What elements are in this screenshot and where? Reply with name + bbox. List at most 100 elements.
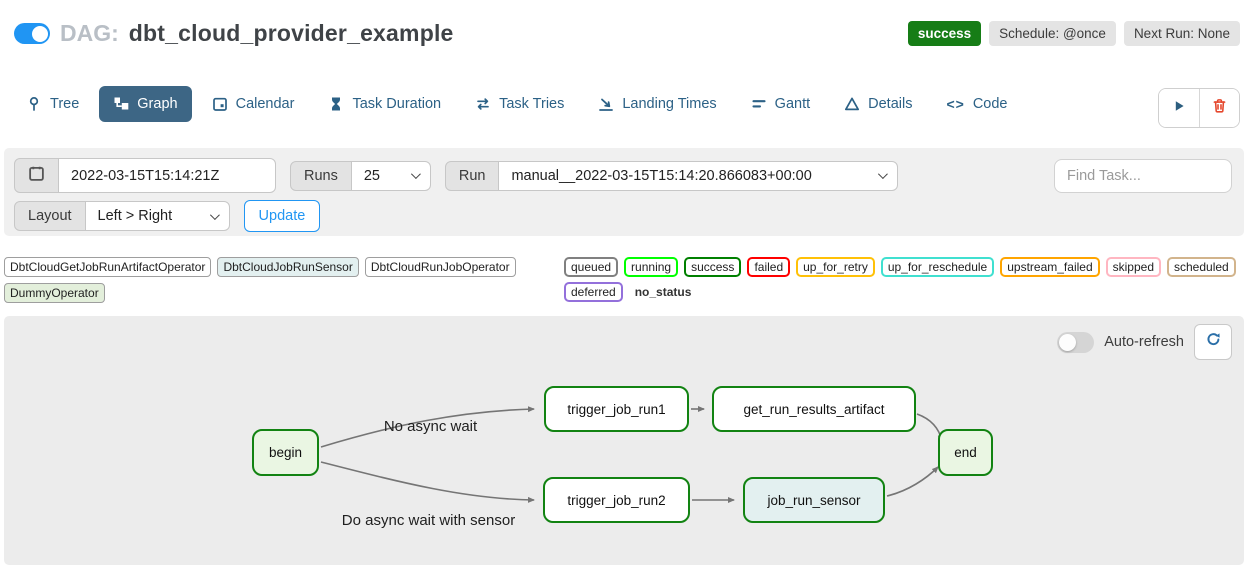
tab-task-duration[interactable]: Task Duration bbox=[314, 86, 455, 122]
hourglass-icon bbox=[328, 96, 344, 112]
dag-prefix-label: DAG: bbox=[60, 20, 119, 46]
dag-action-buttons bbox=[1158, 88, 1240, 128]
auto-refresh-toggle[interactable] bbox=[1057, 331, 1095, 353]
next-run-badge: Next Run: None bbox=[1123, 21, 1240, 46]
schedule-badge: Schedule: @once bbox=[989, 21, 1116, 46]
tab-tree[interactable]: Tree bbox=[12, 86, 93, 122]
tab-landing-times[interactable]: Landing Times bbox=[584, 86, 730, 122]
edge-label: No async wait bbox=[383, 418, 478, 435]
header-badges: success Schedule: @once Next Run: None bbox=[907, 21, 1240, 46]
status-chip: deferred bbox=[564, 282, 623, 302]
tab-label: Details bbox=[868, 96, 913, 112]
graph-icon bbox=[113, 96, 129, 112]
calendar-icon bbox=[212, 96, 228, 112]
legend: DbtCloudGetJobRunArtifactOperator DbtClo… bbox=[4, 257, 1244, 303]
find-task-box bbox=[1054, 158, 1232, 193]
edge-sensor-end bbox=[886, 466, 939, 497]
task-node-trigger-job-run2[interactable]: trigger_job_run2 bbox=[543, 477, 690, 523]
details-icon bbox=[844, 96, 860, 112]
chevron-down-icon bbox=[410, 169, 421, 180]
edge-label: Do async wait with sensor bbox=[341, 512, 516, 529]
trash-icon bbox=[1211, 97, 1228, 119]
run-label: Run bbox=[444, 160, 500, 191]
layout-label: Layout bbox=[14, 201, 86, 231]
status-chip: up_for_reschedule bbox=[880, 257, 995, 277]
toggle-knob bbox=[31, 25, 48, 42]
status-chip: success bbox=[684, 257, 742, 277]
operator-legend: DbtCloudGetJobRunArtifactOperator DbtClo… bbox=[4, 257, 564, 303]
task-node-get-run-results-artifact[interactable]: get_run_results_artifact bbox=[712, 386, 916, 432]
tab-label: Calendar bbox=[235, 96, 295, 112]
status-badge: success bbox=[907, 21, 982, 46]
tab-label: Task Duration bbox=[352, 96, 442, 112]
auto-refresh-controls: Auto-refresh bbox=[1057, 324, 1232, 360]
dag-header: DAG: dbt_cloud_provider_example bbox=[14, 20, 454, 47]
runs-label: Runs bbox=[290, 160, 352, 191]
dag-edges bbox=[320, 406, 944, 503]
toggle-knob bbox=[1059, 333, 1077, 351]
status-chip: queued bbox=[564, 257, 619, 277]
landing-icon bbox=[598, 96, 614, 112]
run-value: manual__2022-03-15T15:14:20.866083+00:00 bbox=[511, 167, 812, 184]
operator-chip: DummyOperator bbox=[4, 283, 105, 303]
chevron-down-icon bbox=[209, 209, 220, 220]
filter-panel: Runs 25 Run manual__2022-03-15T15:14:20.… bbox=[4, 148, 1244, 236]
chevron-down-icon bbox=[878, 169, 889, 180]
base-date-group bbox=[14, 158, 276, 193]
edge-begin-trigger2 bbox=[320, 461, 535, 503]
operator-chip: DbtCloudRunJobOperator bbox=[364, 257, 516, 277]
refresh-icon bbox=[1205, 331, 1222, 353]
tab-label: Gantt bbox=[774, 96, 811, 112]
tab-calendar[interactable]: Calendar bbox=[198, 86, 309, 122]
tab-label: Code bbox=[972, 96, 1008, 112]
task-node-job-run-sensor[interactable]: job_run_sensor bbox=[743, 477, 885, 523]
delete-dag-button[interactable] bbox=[1199, 89, 1239, 127]
tab-label: Tree bbox=[50, 96, 80, 112]
task-node-end[interactable]: end bbox=[938, 429, 993, 476]
layout-value: Left > Right bbox=[97, 208, 173, 224]
base-date-input[interactable] bbox=[71, 167, 263, 184]
tab-label: Task Tries bbox=[499, 96, 565, 112]
auto-refresh-label: Auto-refresh bbox=[1104, 334, 1184, 350]
no-status-label: no_status bbox=[634, 285, 692, 299]
runs-value: 25 bbox=[363, 167, 380, 184]
task-node-trigger-job-run1[interactable]: trigger_job_run1 bbox=[544, 386, 689, 432]
status-chip: running bbox=[624, 257, 679, 277]
tab-label: Graph bbox=[137, 96, 178, 112]
tab-gantt[interactable]: Gantt bbox=[737, 86, 824, 122]
runs-select[interactable]: 25 bbox=[350, 160, 431, 191]
tab-details[interactable]: Details bbox=[830, 86, 926, 122]
dag-title: dbt_cloud_provider_example bbox=[128, 20, 454, 46]
status-chip: up_for_retry bbox=[796, 257, 875, 277]
status-legend: queued running success failed up_for_ret… bbox=[564, 257, 1244, 302]
status-chip: upstream_failed bbox=[1000, 257, 1100, 277]
operator-chip: DbtCloudJobRunSensor bbox=[217, 257, 359, 277]
dag-pause-toggle[interactable] bbox=[14, 23, 50, 44]
calendar-addon[interactable] bbox=[14, 158, 59, 193]
edge-begin-trigger1 bbox=[320, 406, 535, 448]
base-date-field[interactable] bbox=[58, 158, 276, 193]
repeat-icon bbox=[475, 96, 491, 112]
tab-graph[interactable]: Graph bbox=[99, 86, 192, 122]
play-icon bbox=[1171, 98, 1187, 119]
trigger-dag-button[interactable] bbox=[1159, 89, 1199, 127]
status-chip: skipped bbox=[1105, 257, 1161, 277]
gantt-icon bbox=[751, 96, 767, 112]
update-button[interactable]: Update bbox=[243, 200, 321, 232]
filter-row-1: Runs 25 Run manual__2022-03-15T15:14:20.… bbox=[14, 158, 1232, 193]
tab-code[interactable]: <> Code bbox=[932, 86, 1021, 122]
status-chip: scheduled bbox=[1167, 257, 1236, 277]
operator-chip: DbtCloudGetJobRunArtifactOperator bbox=[4, 257, 212, 277]
status-chip: failed bbox=[747, 257, 791, 277]
refresh-button[interactable] bbox=[1194, 324, 1232, 360]
runs-group: Runs 25 bbox=[290, 160, 431, 191]
tab-task-tries[interactable]: Task Tries bbox=[461, 86, 578, 122]
layout-select[interactable]: Left > Right bbox=[84, 201, 230, 231]
run-select[interactable]: manual__2022-03-15T15:14:20.866083+00:00 bbox=[498, 160, 899, 191]
view-tabs: Tree Graph Calendar Task Duration Task T… bbox=[12, 86, 1022, 122]
graph-panel: No async wait Do async wait with sensor … bbox=[4, 316, 1244, 565]
task-node-begin[interactable]: begin bbox=[252, 429, 319, 476]
find-task-input[interactable] bbox=[1067, 167, 1219, 184]
code-icon: <> bbox=[946, 96, 965, 112]
